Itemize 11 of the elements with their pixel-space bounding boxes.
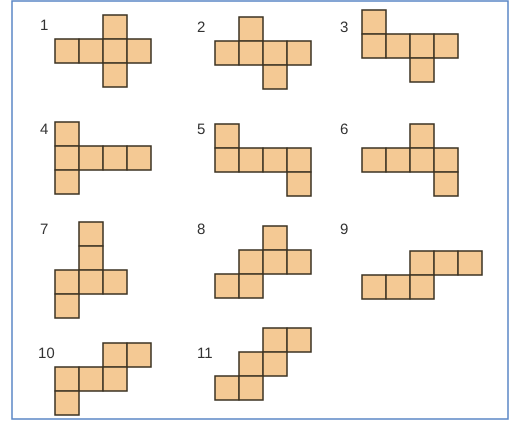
net-number: 3 xyxy=(340,20,348,36)
net-number: 1 xyxy=(40,18,48,34)
net-number: 8 xyxy=(197,222,206,238)
net-number: 6 xyxy=(340,122,348,138)
net-number: 10 xyxy=(38,346,55,362)
net-number: 4 xyxy=(40,122,48,138)
net-number: 9 xyxy=(340,222,348,238)
net-number: 2 xyxy=(197,20,206,36)
net-number: 7 xyxy=(40,222,48,238)
net-number: 11 xyxy=(197,346,213,362)
net-number: 5 xyxy=(197,122,206,138)
